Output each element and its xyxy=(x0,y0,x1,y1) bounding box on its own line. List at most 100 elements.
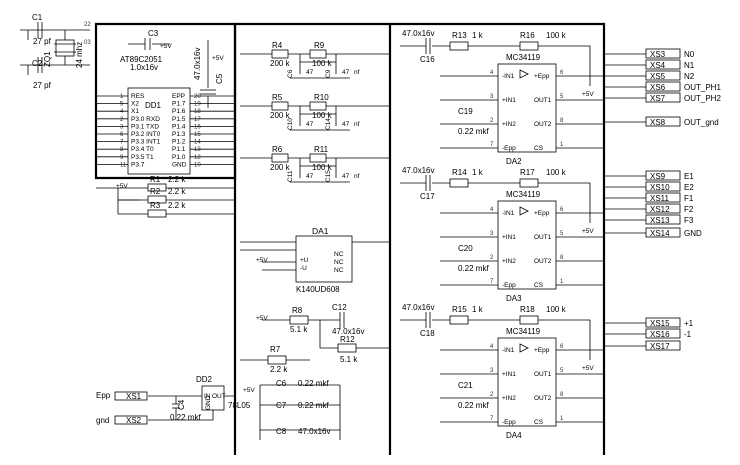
driver-r-1-2: OUT2 xyxy=(534,258,552,265)
filter-rbv-0: 100 k xyxy=(312,59,333,68)
driver-ref-0: DA2 xyxy=(506,157,522,166)
filter-cb-0: C9 xyxy=(325,69,332,78)
mcu-left-num-2: 4 xyxy=(120,109,124,115)
mcu-right-pin-6: P1.2 xyxy=(172,139,186,146)
driver-rn-2-0: 6 xyxy=(560,344,564,350)
output-ref-4: XS7 xyxy=(650,94,666,103)
output-label-4: OUT_PH2 xyxy=(684,94,721,103)
output-ref-10: XS13 xyxy=(650,216,670,225)
output-ref-1: XS4 xyxy=(650,61,666,70)
c4-value: 0.22 mkf xyxy=(170,413,201,422)
driver-l-2-1: +IN1 xyxy=(502,371,516,378)
output-xs7: XS7 OUT_PH2 xyxy=(604,92,721,103)
driver-rn-0-3: 1 xyxy=(560,142,564,148)
driver-r-2-3: CS xyxy=(534,419,544,426)
r3-value: 2.2 k xyxy=(168,201,186,210)
xs2-ref: XS2 xyxy=(126,416,142,425)
mcu-left-pin-0: RES xyxy=(131,93,145,100)
filter-cn-2: nf xyxy=(354,173,360,180)
driver-riv-2: 1 k xyxy=(472,305,484,314)
res-left-group: +5V R1 2.2 k R2 2.2 k R3 2.2 k xyxy=(96,175,235,218)
driver-r-1-1: OUT1 xyxy=(534,234,552,241)
driver-chip-1: MC34119 xyxy=(506,190,541,199)
output-label-5: OUT_gnd xyxy=(684,118,719,127)
filter-cbv-2: 47 xyxy=(342,173,350,180)
c8-ref: C8 xyxy=(276,427,287,436)
mcu-left-num-0: 1 xyxy=(120,94,124,100)
mcu-right-pin-2: P1.6 xyxy=(172,108,186,115)
reg-pin-gnd: GND xyxy=(205,395,212,410)
opamp-pin-nc1: NC xyxy=(334,251,344,258)
mcu-right-num-8: 12 xyxy=(194,155,201,161)
c3-value: 1.0x16v xyxy=(130,63,158,72)
r12-ref: R12 xyxy=(340,335,355,344)
driver-l-1-0: -IN1 xyxy=(502,210,515,217)
r7-ref: R7 xyxy=(270,345,281,354)
output-label-10: F3 xyxy=(684,216,694,225)
mcu-right-pin-4: P1.4 xyxy=(172,123,186,130)
c7-ref: C7 xyxy=(276,401,287,410)
mcu-right-num-9: 10 xyxy=(194,162,201,168)
reg-pin-out: OUT xyxy=(212,393,226,400)
mcu-left-pin-5: P3.2 INT0 xyxy=(131,131,161,138)
mcu-ref: DD1 xyxy=(145,101,162,110)
driver-ln-0-0: 4 xyxy=(490,70,494,76)
output-xs16: XS16-1 xyxy=(604,328,692,339)
mcu-right-pin-3: P1.5 xyxy=(172,116,186,123)
filter-cbv-1: 47 xyxy=(342,121,350,128)
filter-rb-1: R10 xyxy=(314,93,329,102)
driver-civ-1: 47.0x16v xyxy=(402,166,434,175)
driver-ci-0: C16 xyxy=(420,55,435,64)
mcu-left-pin-2: X1 xyxy=(131,108,139,115)
output-ref-14: XS17 xyxy=(650,342,670,351)
crystal-section: C1 27 pf C2 27 pf ZQ1 24 mhz 22 03 xyxy=(20,13,91,90)
mcu-right-num-3: 17 xyxy=(194,117,201,123)
output-ref-12: XS15 xyxy=(650,319,670,328)
opamp-pin-nc2: NC xyxy=(334,259,344,266)
reg-caps: C6 0.22 mkf C7 0.22 mkf C8 47.0x16v xyxy=(259,379,341,440)
output-label-0: N0 xyxy=(684,50,695,59)
driver-rn-2-2: 8 xyxy=(560,392,564,398)
output-ref-3: XS6 xyxy=(650,83,666,92)
filter-ra-1: R5 xyxy=(272,93,283,102)
filter-cav-1: 47 xyxy=(306,121,314,128)
driver-riv-1: 1 k xyxy=(472,168,484,177)
mcu-right-num-6: 14 xyxy=(194,140,201,146)
mcu-right-pin-0: EPP xyxy=(172,93,185,100)
filter-ca-2: C11 xyxy=(287,170,294,182)
mid-lower-group: R8 5.1 k C12 47.0x16v R12 5.1 k R7 2.2 k… xyxy=(240,303,390,374)
driver-ci-2: C18 xyxy=(420,329,435,338)
r2-value: 2.2 k xyxy=(168,187,186,196)
c3-ref: C3 xyxy=(148,29,159,38)
c5-value: 47.0x16v xyxy=(193,48,202,80)
output-label-7: E2 xyxy=(684,183,694,192)
driver-rfv-2: 100 k xyxy=(546,305,567,314)
driver-rn-1-0: 6 xyxy=(560,207,564,213)
driver-l-2-2: +IN2 xyxy=(502,395,516,402)
filter-rb-0: R9 xyxy=(314,41,325,50)
driver-civ-0: 47.0x16v xyxy=(402,29,434,38)
mcu-right-pin-9: GND xyxy=(172,161,187,168)
reg-ref: DD2 xyxy=(196,375,213,384)
r1-value: 2.2 k xyxy=(168,175,186,184)
mcu-left-pin-3: P3.0 RXD xyxy=(131,116,160,123)
mcu-power: +5V xyxy=(212,55,224,62)
driver-ln-2-2: 2 xyxy=(490,392,494,398)
driver-ri-1: R14 xyxy=(452,168,467,177)
driver-ri-0: R13 xyxy=(452,31,467,40)
driver-ln-0-3: 7 xyxy=(490,142,494,148)
opamp-power: +5V xyxy=(256,257,268,264)
mcu-right-num-2: 18 xyxy=(194,109,201,115)
opamp-type: K140UD608 xyxy=(296,285,340,294)
c6b-ref: C6 xyxy=(276,379,287,388)
output-ref-11: XS14 xyxy=(650,229,670,238)
